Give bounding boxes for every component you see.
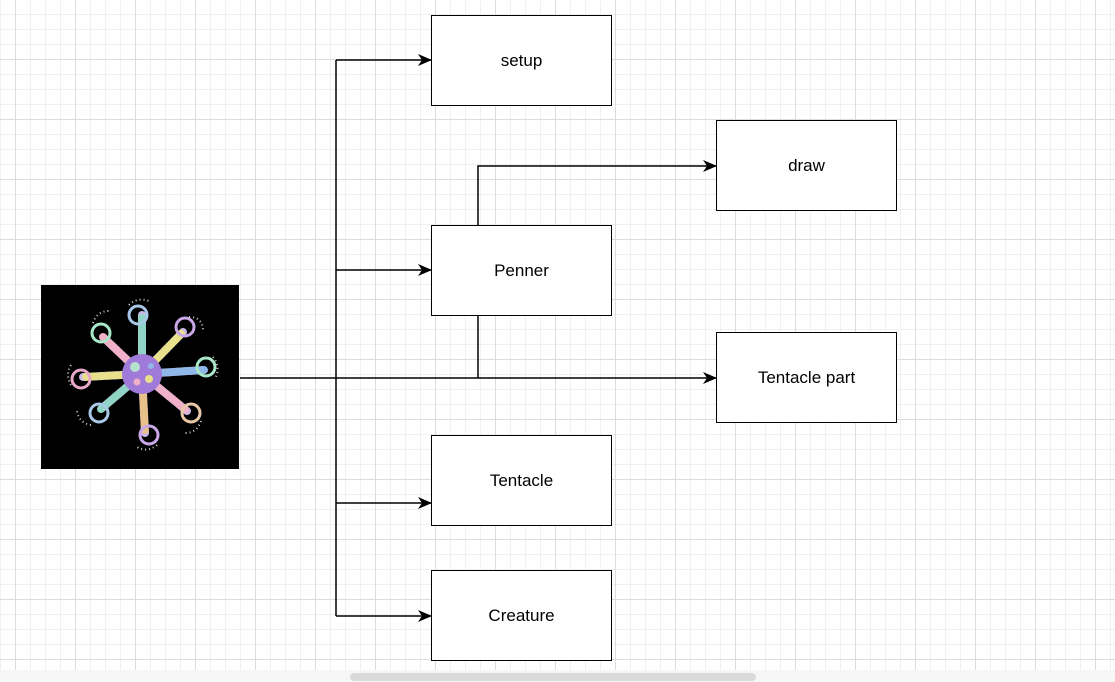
node-draw-label: draw (788, 155, 825, 175)
node-penner[interactable]: Penner (431, 225, 612, 316)
node-tentacle[interactable]: Tentacle (431, 435, 612, 526)
node-tentacle-label: Tentacle (489, 470, 554, 490)
node-creature-label: Creature (488, 605, 555, 625)
edge-penner-to-draw (477, 160, 717, 226)
node-setup[interactable]: setup (431, 15, 612, 106)
node-tentacle-part-label: Tentacle part (757, 367, 856, 387)
horizontal-scrollbar-thumb[interactable] (350, 673, 756, 681)
jellyfish-creature-icon (67, 298, 219, 451)
creature-image[interactable] (41, 285, 239, 469)
node-creature[interactable]: Creature (431, 570, 612, 661)
node-tentacle-part[interactable]: Tentacle part (716, 332, 897, 423)
node-setup-label: setup (500, 50, 543, 70)
node-draw[interactable]: draw (716, 120, 897, 211)
node-penner-label: Penner (494, 260, 549, 280)
